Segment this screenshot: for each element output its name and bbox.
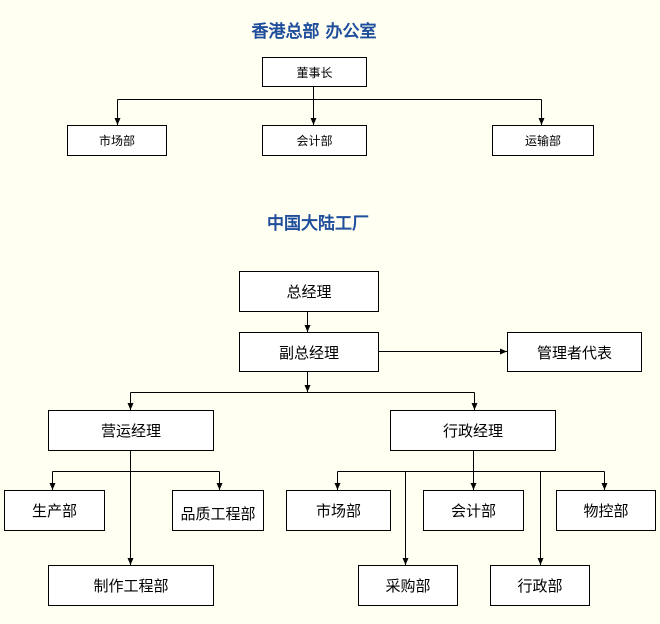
marketing-label: 市场部 — [315, 502, 361, 520]
production-label: 生产部 — [31, 502, 77, 520]
deputy-general-manager-box: 副总经理 — [239, 332, 379, 372]
quality-engineering-box: 品质工程部 — [172, 490, 264, 531]
hk-accounting-label: 会计部 — [296, 134, 333, 148]
deputy-general-manager-label: 副总经理 — [278, 343, 339, 362]
manufacturing-engineering-box: 制作工程部 — [48, 565, 214, 606]
manufacturing-engineering-label: 制作工程部 — [93, 577, 169, 595]
purchasing-box: 采购部 — [358, 565, 458, 606]
accounting-box: 会计部 — [423, 490, 524, 531]
operations-manager-label: 营运经理 — [100, 422, 161, 440]
mainland-factory-title: 中国大陆工厂 — [267, 214, 369, 234]
management-representative-box: 管理者代表 — [507, 332, 642, 372]
operations-manager-box: 营运经理 — [48, 410, 214, 451]
material-control-label: 物控部 — [583, 502, 629, 520]
chairman-box: 董事长 — [262, 57, 367, 87]
admin-manager-box: 行政经理 — [390, 410, 556, 451]
hk-transport-label: 运输部 — [524, 134, 561, 148]
management-representative-label: 管理者代表 — [536, 343, 612, 362]
admin-manager-label: 行政经理 — [442, 422, 503, 440]
production-box: 生产部 — [4, 490, 105, 531]
general-manager-label: 总经理 — [286, 283, 332, 301]
hk-office-title: 香港总部 办公室 — [251, 22, 377, 42]
accounting-label: 会计部 — [450, 502, 496, 520]
hk-marketing-label: 市场部 — [98, 134, 135, 148]
hk-marketing-box: 市场部 — [67, 125, 167, 156]
hk-accounting-box: 会计部 — [262, 125, 367, 156]
general-manager-box: 总经理 — [239, 271, 379, 312]
quality-engineering-label: 品质工程部 — [180, 505, 256, 523]
hk-transport-box: 运输部 — [492, 125, 594, 156]
material-control-box: 物控部 — [556, 490, 656, 531]
marketing-box: 市场部 — [286, 490, 391, 531]
administration-label: 行政部 — [517, 577, 563, 595]
chairman-label: 董事长 — [296, 65, 333, 80]
administration-box: 行政部 — [490, 565, 590, 606]
purchasing-label: 采购部 — [385, 577, 431, 595]
